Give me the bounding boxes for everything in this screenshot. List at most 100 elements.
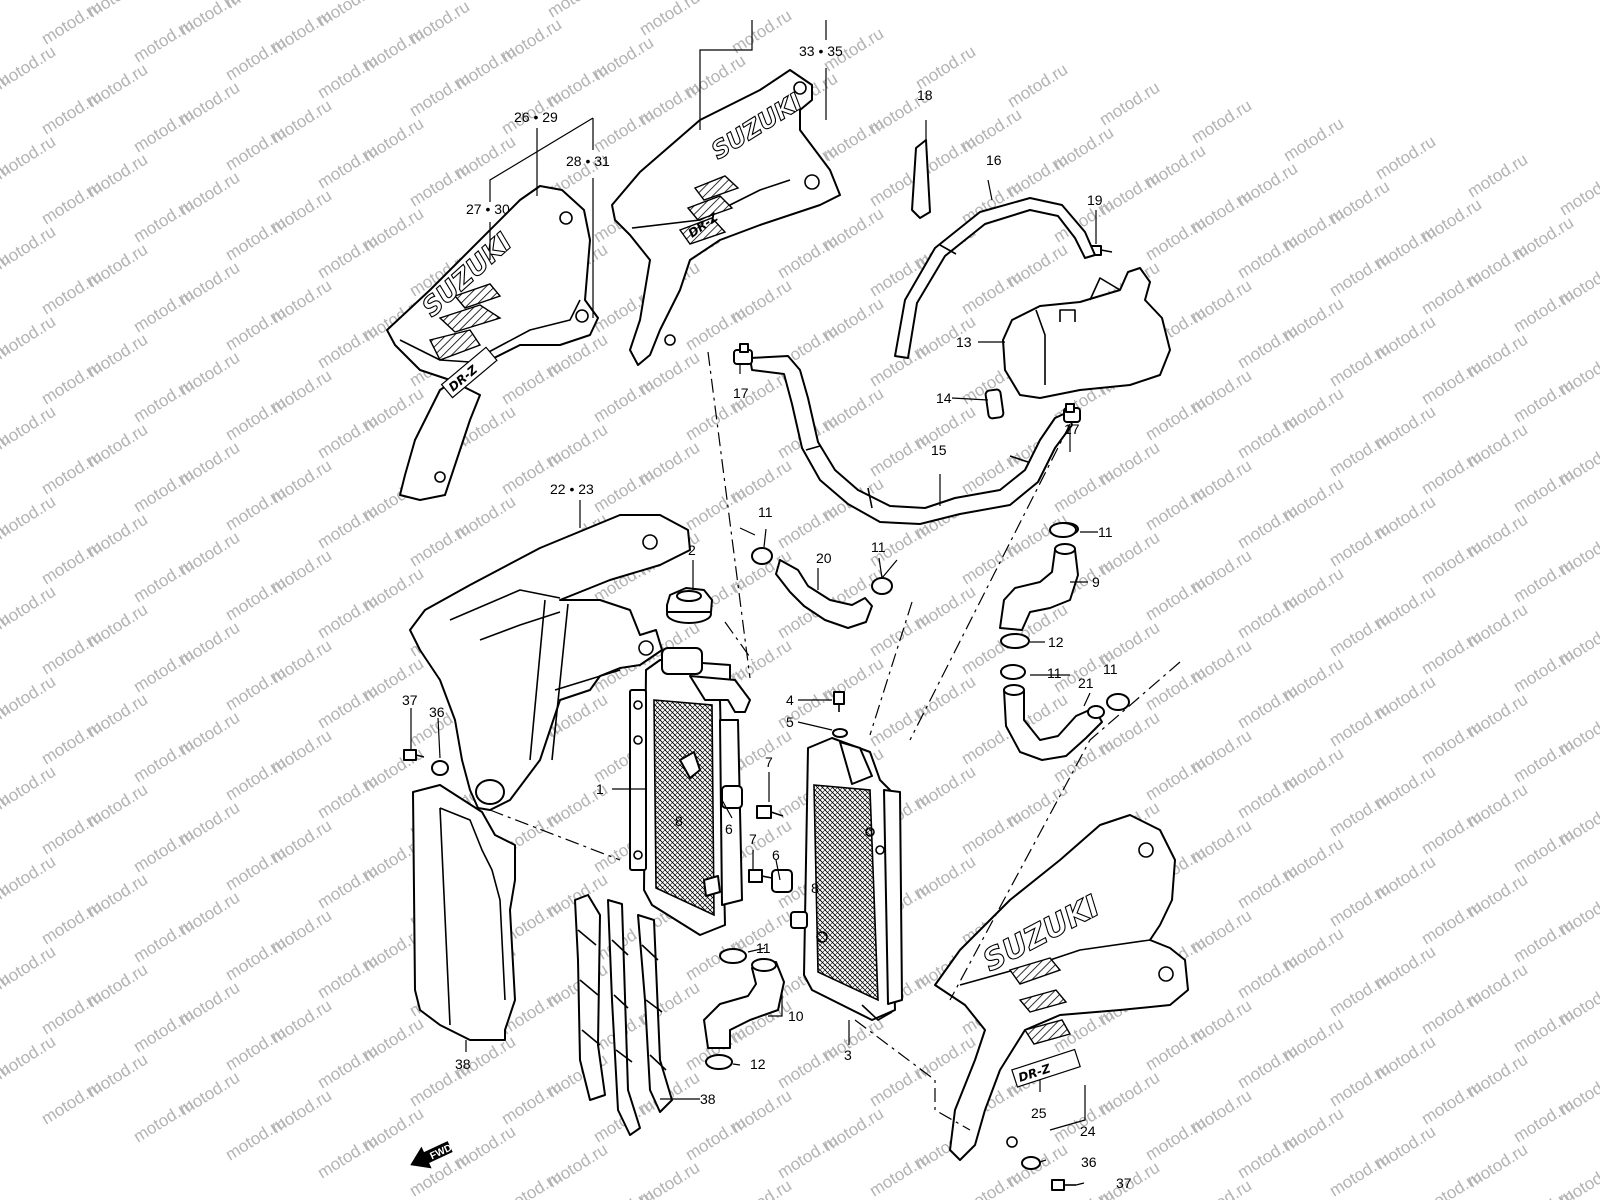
watermark-text: motod.ru: [1418, 357, 1485, 409]
watermark-text: motod.ru: [1234, 501, 1301, 553]
watermark-text: motod.ru: [1142, 663, 1209, 715]
watermark-text: motod.ru: [1280, 114, 1347, 166]
callout-27-30: 27 • 30: [466, 201, 510, 217]
watermark-text: motod.ru: [1142, 213, 1209, 265]
watermark-text: motod.ru: [1004, 60, 1071, 112]
mount-rubber-6a: [721, 785, 743, 809]
watermark-text: motod.ru: [1234, 681, 1301, 733]
watermark-text: motod.ru: [1142, 573, 1209, 625]
watermark-text: motod.ru: [498, 357, 565, 409]
radiator-shroud-24: SUZUKI DR-Z: [934, 814, 1189, 1161]
callout-8a: 8: [675, 813, 683, 829]
callout-2: 2: [688, 542, 696, 558]
watermark-text: motod.ru: [38, 537, 105, 589]
watermark-text: motod.ru: [590, 105, 657, 157]
watermark-text: motod.ru: [130, 555, 197, 607]
watermark-text: motod.ru: [1510, 645, 1577, 697]
clamp-17-right: [1063, 403, 1081, 423]
watermark-text: motod.ru: [1418, 987, 1485, 1039]
radiator-guard-22-23: [409, 514, 691, 811]
watermark-text: motod.ru: [222, 393, 289, 445]
callout-12a: 12: [1048, 634, 1064, 650]
bolt-37a: [403, 749, 425, 761]
watermark-text: motod.ru: [1510, 285, 1577, 337]
watermark-text: motod.ru: [130, 375, 197, 427]
radiator-hose-20: [751, 547, 893, 629]
watermark-text: motod.ru: [958, 537, 1025, 589]
watermark-text: motod.ru: [774, 501, 841, 553]
watermark-text: motod.ru: [590, 1185, 657, 1200]
bolt-4: [833, 691, 845, 712]
watermark-text: motod.ru: [774, 1041, 841, 1093]
callout-6b: 6: [772, 847, 780, 863]
clamp-11d: [1106, 693, 1130, 711]
watermark-text: motod.ru: [130, 465, 197, 517]
callout-7b: 7: [749, 831, 757, 847]
callout-10: 10: [788, 1008, 804, 1024]
watermark-text: motod.ru: [1326, 699, 1393, 751]
callout-12b: 12: [750, 1056, 766, 1072]
watermark-text: motod.ru: [314, 231, 381, 283]
callout-19: 19: [1087, 192, 1103, 208]
watermark-text: motod.ru: [866, 609, 933, 661]
watermark-text: motod.ru: [1418, 537, 1485, 589]
collar-36a: [431, 760, 449, 776]
watermark-text: motod.ru: [1234, 771, 1301, 823]
callout-16: 16: [986, 152, 1002, 168]
watermark-text: motod.ru: [1326, 789, 1393, 841]
clip-18: [911, 139, 931, 219]
clamp-12a: [1000, 633, 1030, 649]
bolt-7b: [748, 869, 773, 883]
watermark-text: motod.ru: [130, 1005, 197, 1057]
watermark-text: motod.ru: [222, 663, 289, 715]
callout-11-top-right: 11: [871, 539, 886, 555]
watermark-text: motod.ru: [314, 321, 381, 373]
watermark-text: motod.ru: [0, 0, 59, 3]
watermark-text: motod.ru: [130, 735, 197, 787]
callout-36a: 36: [429, 704, 445, 720]
watermark-text: motod.ru: [682, 303, 749, 355]
watermark-text: motod.ru: [1510, 375, 1577, 427]
watermark-text: motod.ru: [130, 285, 197, 337]
watermark-text: motod.ru: [1326, 1059, 1393, 1111]
collar-36b: [1021, 1156, 1041, 1170]
watermark-text: motod.ru: [222, 213, 289, 265]
watermark-text: motod.ru: [1096, 78, 1163, 130]
watermark-text: motod.ru: [314, 591, 381, 643]
watermark-text: motod.ru: [222, 933, 289, 985]
callout-33-35: 33 • 35: [799, 43, 843, 59]
clamp-11a: [1049, 522, 1077, 538]
watermark-text: motod.ru: [1234, 321, 1301, 373]
watermark-text: motod.ru: [406, 519, 473, 571]
watermark-text: motod.ru: [866, 1059, 933, 1111]
reservoir-tank: [1002, 267, 1171, 399]
watermark-text: motod.ru: [1418, 717, 1485, 769]
watermark-text: motod.ru: [222, 753, 289, 805]
watermark-text: motod.ru: [1234, 411, 1301, 463]
callout-3: 3: [844, 1047, 852, 1063]
watermark-text: motod.ru: [1326, 429, 1393, 481]
callout-25: 25: [1031, 1105, 1047, 1121]
callout-4: 4: [786, 692, 794, 708]
watermark-text: motod.ru: [222, 843, 289, 895]
watermark-text: motod.ru: [38, 807, 105, 859]
bolt-37b: [1051, 1179, 1076, 1191]
mount-rubber-6b: [771, 869, 793, 893]
watermark-text: motod.ru: [38, 87, 105, 139]
watermark-text: motod.ru: [130, 915, 197, 967]
callout-28-31: 28 • 31: [566, 153, 610, 169]
watermark-text: motod.ru: [1142, 1113, 1209, 1165]
watermark-text: motod.ru: [912, 42, 979, 94]
watermark-text: motod.ru: [130, 645, 197, 697]
watermark-text: motod.ru: [1142, 1023, 1209, 1075]
watermark-text: motod.ru: [314, 51, 381, 103]
watermark-text: motod.ru: [314, 1041, 381, 1093]
watermark-text: motod.ru: [130, 195, 197, 247]
watermark-text: motod.ru: [130, 105, 197, 157]
watermark-text: motod.ru: [130, 1095, 197, 1147]
radiator-right-3: [790, 737, 903, 1021]
watermark-text: motod.ru: [1050, 465, 1117, 517]
watermark-text: motod.ru: [1510, 915, 1577, 967]
watermark-text: motod.ru: [314, 141, 381, 193]
washer-5: [832, 728, 848, 738]
